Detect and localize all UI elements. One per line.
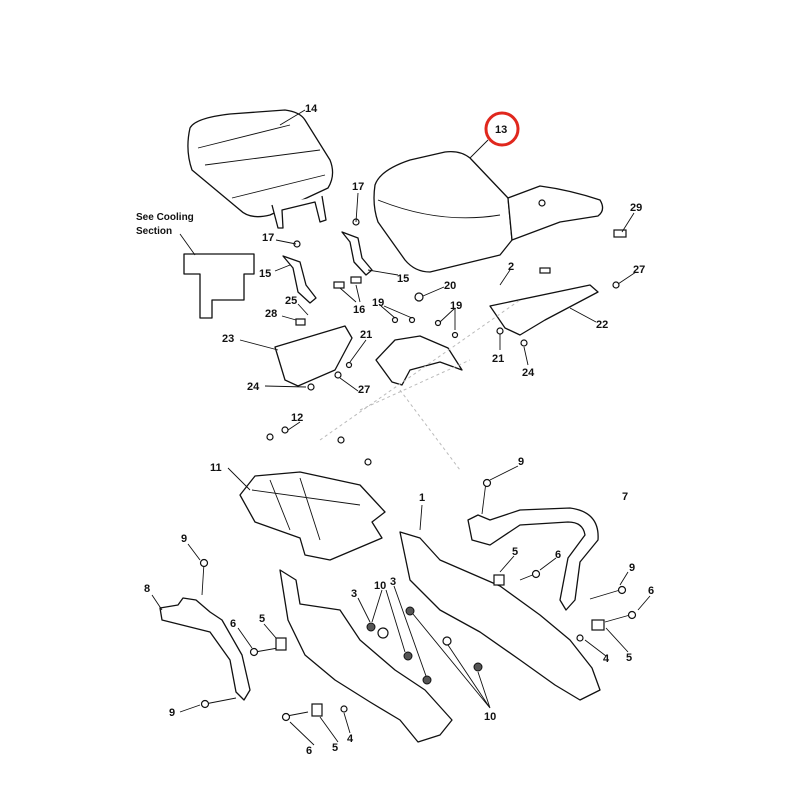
grab-rail-left: [159, 597, 251, 701]
label-9: 9: [518, 456, 524, 468]
label-25: 25: [285, 295, 297, 307]
seat-hinge-right: [341, 231, 373, 276]
label-5: 5: [332, 742, 338, 754]
fasteners: [266, 218, 627, 466]
label-19: 19: [372, 297, 384, 309]
label-3: 3: [390, 576, 396, 588]
label-27: 27: [358, 384, 370, 396]
bolts: [199, 478, 637, 722]
label-17: 17: [262, 232, 274, 244]
label-4: 4: [603, 653, 610, 665]
label-24: 24: [522, 367, 535, 379]
pillion-seat: [187, 109, 334, 229]
highlight-circle-13: [484, 111, 520, 147]
rider-seat: [373, 150, 604, 273]
leader-lines: [151, 109, 651, 746]
label-8: 8: [144, 583, 150, 595]
label-7: 7: [622, 491, 628, 503]
label-11: 11: [210, 462, 222, 474]
label-5: 5: [626, 652, 632, 664]
side-cover-right: [489, 284, 599, 336]
frame-left: [279, 569, 453, 743]
label-2: 2: [508, 261, 514, 273]
label-9: 9: [629, 562, 635, 574]
label-6: 6: [306, 745, 312, 757]
label-9: 9: [181, 533, 187, 545]
label-21: 21: [492, 353, 504, 365]
label-27: 27: [633, 264, 645, 276]
label-6: 6: [648, 585, 654, 597]
label-6: 6: [230, 618, 236, 630]
label-16: 16: [353, 304, 365, 316]
label-22: 22: [596, 319, 608, 331]
see-cooling-note-line2: Section: [136, 226, 172, 237]
label-29: 29: [630, 202, 642, 214]
label-12: 12: [291, 412, 303, 424]
label-17: 17: [352, 181, 364, 193]
seat-latch-bracket: [375, 335, 463, 386]
see-cooling-note-line1: See Cooling: [136, 212, 194, 223]
seat-hinge-left: [282, 255, 317, 304]
label-10: 10: [484, 711, 496, 723]
label-13: 13: [495, 124, 507, 136]
frame-right: [399, 531, 601, 701]
label-15: 15: [259, 268, 271, 280]
label-24: 24: [247, 381, 260, 393]
label-19: 19: [450, 300, 462, 312]
label-14: 14: [305, 103, 318, 115]
label-5: 5: [259, 613, 265, 625]
label-10: 10: [374, 580, 386, 592]
label-20: 20: [444, 280, 456, 292]
label-23: 23: [222, 333, 234, 345]
label-9: 9: [169, 707, 175, 719]
label-5: 5: [512, 546, 518, 558]
grab-rail-right: [467, 507, 599, 611]
label-1: 1: [419, 492, 425, 504]
label-6: 6: [555, 549, 561, 561]
label-3: 3: [351, 588, 357, 600]
label-28: 28: [265, 308, 277, 320]
cooling-bracket: [183, 253, 255, 319]
label-4: 4: [347, 733, 354, 745]
part-labels: 14 13 17 17 15 15 16 20 29 2 27 25 28 19…: [136, 103, 654, 757]
label-21: 21: [360, 329, 372, 341]
label-15: 15: [397, 273, 409, 285]
side-cover-left: [274, 325, 353, 387]
